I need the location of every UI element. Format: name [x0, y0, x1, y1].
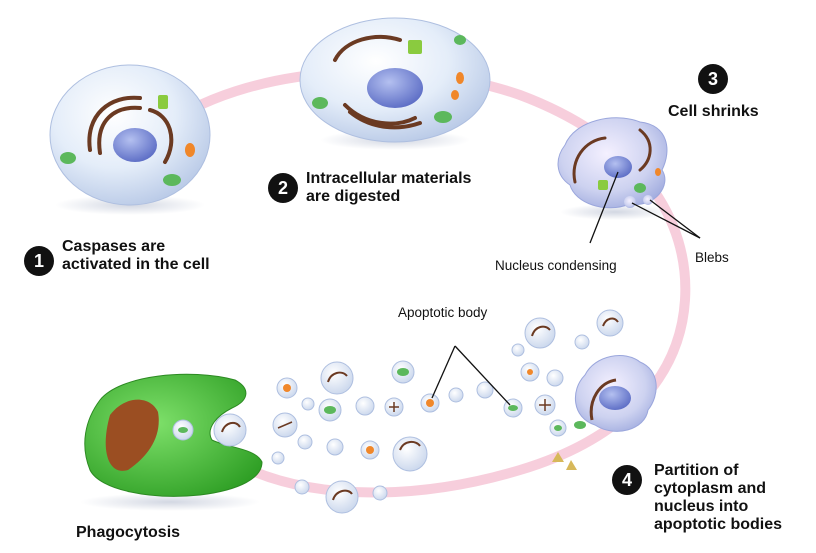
mitochondrion-icon — [454, 35, 466, 45]
endoplasmic-reticulum-icon — [87, 95, 174, 164]
mitochondrion-icon — [312, 97, 328, 109]
step-4-line: cytoplasm and — [654, 479, 767, 497]
golgi-icon — [158, 95, 168, 109]
mitochondrion-icon — [163, 174, 181, 186]
cell-icon — [299, 17, 491, 150]
apoptotic-body-leader-line — [431, 345, 456, 399]
phagocytosis-label: Phagocytosis — [76, 524, 181, 541]
fragmenting-cell-icon — [552, 355, 657, 470]
step-4-line: Partition of — [654, 462, 739, 479]
apoptotic-body-label: Apoptotic body — [398, 305, 488, 320]
mitochondrion-icon — [634, 183, 646, 193]
nucleus-icon — [367, 68, 423, 108]
bleb-leader-line — [631, 202, 701, 239]
mitochondrion-icon — [60, 152, 76, 164]
nucleus-condensing-label: Nucleus condensing — [495, 258, 617, 273]
mitochondrion-icon — [434, 111, 452, 123]
endoplasmic-reticulum-icon — [333, 34, 422, 130]
step-3-label: Cell shrinks — [668, 103, 759, 121]
step-1-line: Caspases are — [62, 238, 166, 255]
shrinking-cell-icon — [557, 117, 670, 220]
bleb-icon — [643, 195, 653, 205]
vesicle-icon — [185, 143, 195, 157]
step-4-line: nucleus into — [654, 497, 749, 515]
step-number-badge: 1 — [24, 246, 54, 276]
step-3-line: Cell shrinks — [668, 103, 759, 120]
bleb-icon — [624, 196, 636, 208]
cell-icon — [49, 64, 211, 215]
step-2-label: Intracellular materials are digested — [306, 170, 471, 206]
step-number-badge: 4 — [612, 465, 642, 495]
nucleus-leader-line — [589, 171, 619, 244]
nucleus-icon — [113, 128, 157, 162]
blebs-label: Blebs — [695, 250, 729, 265]
step-4-label: Partition of cytoplasm and nucleus into … — [654, 462, 782, 534]
golgi-icon — [408, 40, 422, 54]
step-1-line: activated in the cell — [62, 255, 210, 273]
callout-lines — [431, 171, 701, 406]
bleb-leader-line — [649, 199, 701, 239]
step-2-line: are digested — [306, 187, 401, 205]
apoptotic-body-leader-line — [454, 345, 511, 406]
step-2-line: Intracellular materials — [306, 170, 472, 187]
step-number-badge: 2 — [268, 173, 298, 203]
phagocyte-nucleus-icon — [105, 399, 159, 471]
nucleus-icon — [604, 156, 632, 178]
phagocyte-icon — [80, 373, 263, 511]
apoptotic-bodies — [271, 309, 624, 514]
vesicle-icon — [451, 90, 459, 100]
step-1-label: Caspases are activated in the cell — [62, 238, 210, 274]
step-number-badge: 3 — [698, 64, 728, 94]
vesicle-icon — [456, 72, 464, 84]
engulfed-apoptotic-body-icon — [213, 413, 247, 447]
step-4-line: apoptotic bodies — [654, 515, 782, 533]
